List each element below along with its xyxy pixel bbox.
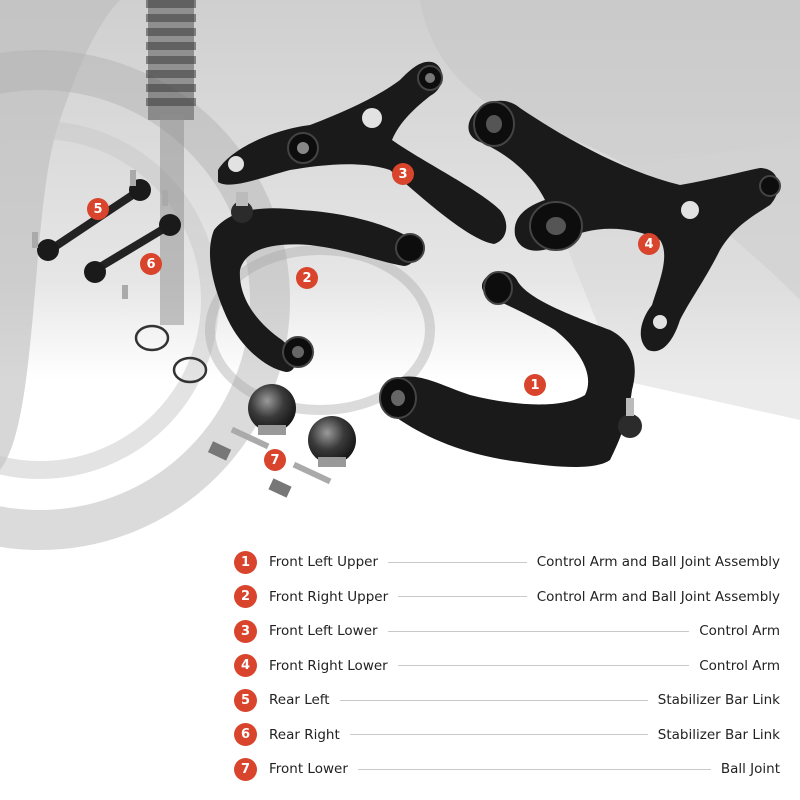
legend-part: Control Arm and Ball Joint Assembly (536, 588, 780, 605)
legend-divider (357, 768, 711, 770)
legend-row: 1 Front Left Upper Control Arm and Ball … (234, 545, 780, 580)
parts-legend: 1 Front Left Upper Control Arm and Ball … (234, 545, 780, 787)
legend-row: 4 Front Right Lower Control Arm (234, 649, 780, 684)
legend-number-badge: 7 (234, 757, 257, 781)
legend-divider (388, 561, 527, 563)
callout-4: 4 (638, 233, 660, 255)
legend-position: Front Right Upper (269, 588, 389, 605)
legend-divider (398, 596, 527, 598)
legend-number-badge: 4 (234, 654, 257, 678)
snap-rings (134, 324, 208, 384)
legend-number-badge: 3 (234, 619, 257, 643)
rear-right-stabilizer-bar-link (84, 190, 181, 299)
legend-position: Front Lower (269, 761, 348, 778)
callout-6: 6 (140, 253, 162, 275)
legend-position: Front Left Lower (269, 623, 378, 640)
legend-row: 6 Rear Right Stabilizer Bar Link (234, 718, 780, 753)
front-lower-ball-joint (207, 384, 356, 498)
legend-position: Front Right Lower (269, 657, 388, 674)
legend-number-badge: 1 (234, 550, 257, 574)
legend-row: 5 Rear Left Stabilizer Bar Link (234, 683, 780, 718)
legend-position: Front Left Upper (269, 554, 379, 571)
callout-1: 1 (524, 374, 546, 396)
legend-row: 3 Front Left Lower Control Arm (234, 614, 780, 649)
legend-row: 2 Front Right Upper Control Arm and Ball… (234, 580, 780, 615)
legend-part: Control Arm and Ball Joint Assembly (536, 554, 780, 571)
legend-number-badge: 5 (234, 688, 257, 712)
legend-part: Stabilizer Bar Link (657, 692, 780, 709)
legend-part: Control Arm (699, 623, 780, 640)
legend-row: 7 Front Lower Ball Joint (234, 752, 780, 787)
front-left-lower-control-arm (218, 61, 507, 244)
legend-divider (387, 630, 690, 632)
legend-part: Stabilizer Bar Link (657, 726, 780, 743)
callout-3: 3 (392, 163, 414, 185)
callout-2: 2 (296, 267, 318, 289)
legend-part: Ball Joint (720, 761, 780, 778)
callout-7: 7 (264, 449, 286, 471)
legend-part: Control Arm (699, 657, 780, 674)
front-left-upper-control-arm (379, 271, 642, 467)
rear-left-stabilizer-bar-link (32, 170, 151, 261)
legend-divider (397, 665, 690, 667)
front-right-upper-control-arm (209, 192, 425, 372)
legend-divider (339, 699, 648, 701)
legend-position: Rear Left (269, 692, 330, 709)
callout-5: 5 (87, 198, 109, 220)
legend-divider (349, 734, 648, 736)
legend-number-badge: 6 (234, 723, 257, 747)
legend-position: Rear Right (269, 726, 340, 743)
legend-number-badge: 2 (234, 585, 257, 609)
front-right-lower-control-arm (468, 100, 781, 352)
